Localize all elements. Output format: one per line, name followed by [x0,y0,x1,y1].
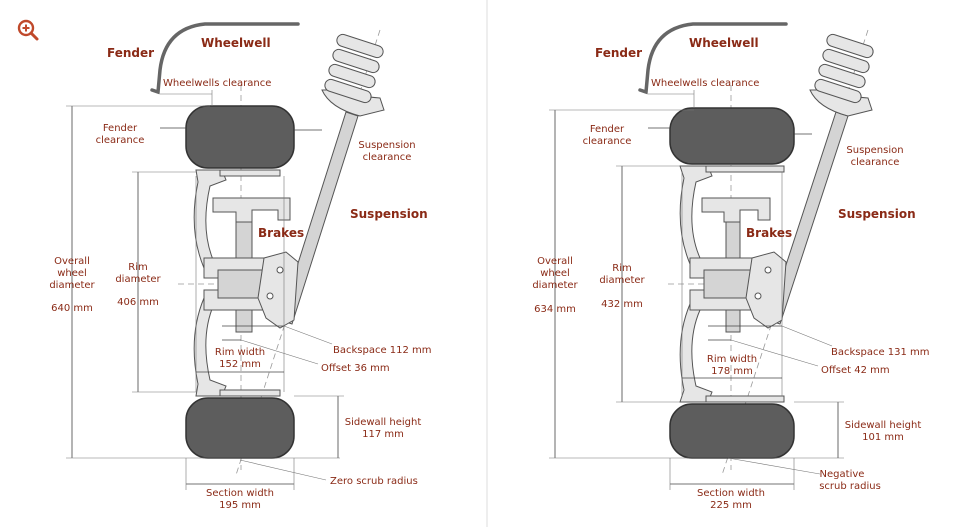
sidewall-height-label: Sidewall height [845,420,922,431]
wheelwells-clearance-label: Wheelwells clearance [163,78,271,89]
suspension-clearance-label-2: clearance [851,157,900,168]
zoom-in-icon[interactable] [16,18,40,42]
tire-top [669,107,795,165]
fender-line [150,22,300,95]
section-width-value: 225 mm [710,500,752,511]
backspace-label: Backspace 131 mm [831,347,930,358]
knuckle-bolt-top [276,266,284,274]
coil-spring [324,33,384,104]
wheelwell-label: Wheelwell [201,36,271,50]
sidewall-height-label: Sidewall height [345,417,422,428]
rim-diameter-label-1: Rim [612,263,631,274]
knuckle-bolt-bottom [754,292,762,300]
dimension-lines [549,90,844,490]
overall-diameter-value: 640 mm [51,303,93,314]
knuckle [257,251,299,329]
suspension-label: Suspension [838,207,916,221]
scrub-radius-label-1: Negative [820,469,865,480]
overall-diameter-label-1: Overall [54,256,90,267]
rim-flange-top [219,169,281,177]
fender-clearance-label-2: clearance [96,135,145,146]
suspension-clearance-label: Suspension [846,145,903,156]
suspension-clearance-label: Suspension [358,140,415,151]
tire-top [185,105,295,169]
right-diagram: Fender Wheelwell Wheelwells clearance Fe… [532,22,930,511]
offset-label: Offset 42 mm [821,365,890,376]
wheelwells-clearance-label: Wheelwells clearance [651,78,759,89]
brakes-label: Brakes [746,226,792,240]
overall-diameter-label-1: Overall [537,256,573,267]
suspension-clearance-label-2: clearance [363,152,412,163]
suspension-label: Suspension [350,207,428,221]
tire-bottom [185,397,295,459]
section-width-value: 195 mm [219,500,261,511]
rim-width-value: 152 mm [219,359,261,370]
rim-flange-top [705,165,785,173]
dimension-lines [66,90,344,490]
brake-caliper [212,197,291,223]
fender-clearance-label: Fender [590,124,625,135]
fender-label: Fender [107,46,154,60]
rim-diameter-value: 406 mm [117,297,159,308]
rim-diameter-label-1: Rim [128,262,147,273]
fender-clearance-label: Fender [103,123,138,134]
rim-upper [679,165,713,265]
scrub-radius-label-2: scrub radius [819,481,881,492]
sidewall-height-value: 101 mm [862,432,904,443]
coil-spring [814,33,874,104]
rim-flange-bottom [705,395,785,403]
backspace-label: Backspace 112 mm [333,345,432,356]
fender-clearance-label-2: clearance [583,136,632,147]
rim-upper [193,169,227,269]
sidewall-height-value: 117 mm [362,429,404,440]
knuckle [745,251,787,329]
tire-bottom [669,403,795,459]
section-width-label: Section width [206,488,274,499]
knuckle-bolt-top [764,266,772,274]
fender-label: Fender [595,46,642,60]
left-diagram: Fender Wheelwell Wheelwells clearance Fe… [49,22,432,511]
overall-diameter-label-3: diameter [532,280,578,291]
section-width-label: Section width [697,488,765,499]
rim-flange-bottom [219,389,281,397]
rim-diameter-label-2: diameter [599,275,645,286]
brakes-label: Brakes [258,226,304,240]
wheelwell-label: Wheelwell [689,36,759,50]
scrub-radius-label: Zero scrub radius [330,476,418,487]
rim-diameter-value: 432 mm [601,299,643,310]
fender-line [638,22,788,95]
rim-width-label: Rim width [707,354,757,365]
overall-diameter-label-2: wheel [57,268,87,279]
rim-diameter-label-2: diameter [115,274,161,285]
rim-width-value: 178 mm [711,366,753,377]
overall-diameter-label-2: wheel [540,268,570,279]
overall-diameter-value: 634 mm [534,304,576,315]
brake-caliper [701,197,771,223]
rim-width-label: Rim width [215,347,265,358]
offset-label: Offset 36 mm [321,363,390,374]
rim-lower [679,303,713,403]
knuckle-bolt-bottom [266,292,274,300]
overall-diameter-label-3: diameter [49,280,95,291]
